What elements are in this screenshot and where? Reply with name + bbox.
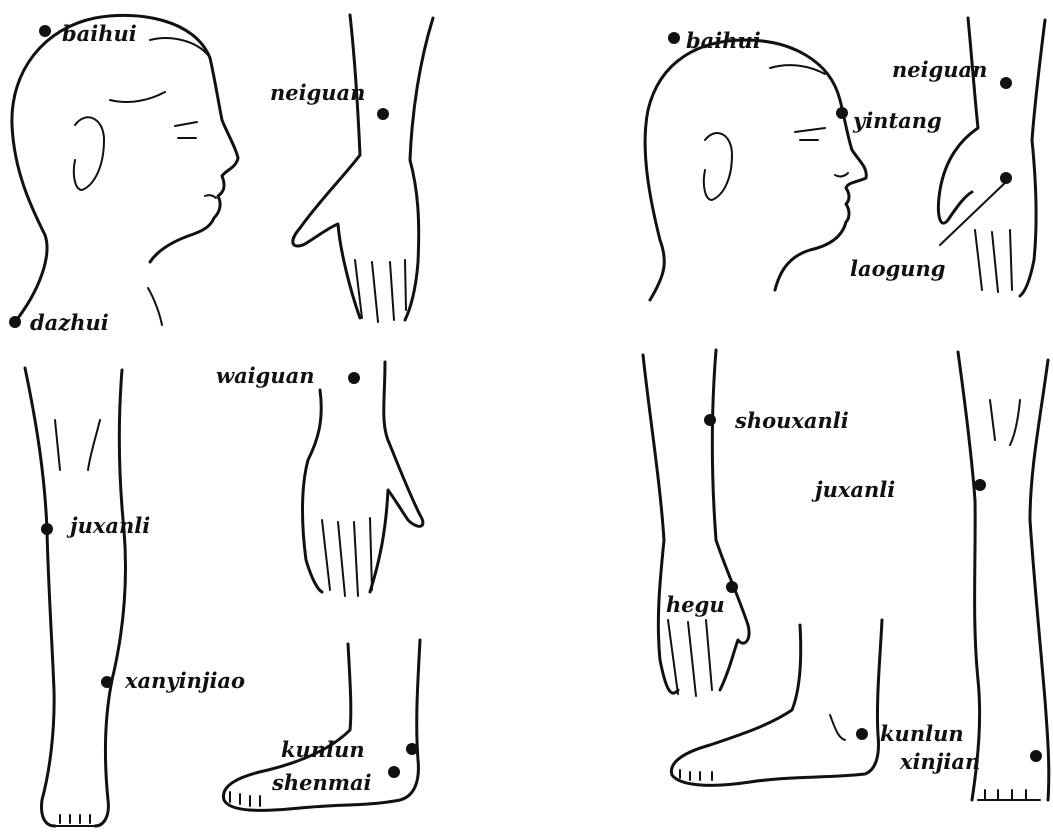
head-profile-left	[12, 15, 238, 325]
neiguan-label-2: neiguan	[892, 57, 987, 82]
leg-right	[958, 352, 1049, 800]
leg-left	[25, 368, 126, 826]
shouxanli-point	[704, 414, 716, 426]
waiguan-point	[348, 372, 360, 384]
shenmai-label: shenmai	[271, 770, 372, 795]
hand-back-left	[303, 362, 423, 596]
laogung-label: laogung	[850, 256, 946, 281]
shenmai-point	[388, 766, 400, 778]
dazhui-point	[9, 316, 21, 328]
juxanli-point-2	[974, 479, 986, 491]
xinjian-label: xinjian	[899, 749, 980, 774]
juxanli-point-1	[41, 523, 53, 535]
kunlun-point-1	[406, 743, 418, 755]
kunlun-label-1: kunlun	[281, 737, 365, 762]
yintang-point	[836, 107, 848, 119]
baihui-point-1	[39, 25, 51, 37]
hegu-label: hegu	[666, 592, 725, 617]
hand-palm-left	[293, 15, 433, 322]
baihui-label-2: baihui	[686, 28, 761, 53]
kunlun-point-2	[856, 728, 868, 740]
laogung-point	[1000, 172, 1012, 184]
shouxanli-label: shouxanli	[734, 408, 849, 433]
head-profile-right	[645, 40, 866, 300]
juxanli-label-1: juxanli	[66, 513, 150, 538]
arm-right	[643, 350, 749, 696]
xinjian-point	[1030, 750, 1042, 762]
xanyinjiao-point	[101, 676, 113, 688]
hegu-point	[726, 581, 738, 593]
juxanli-label-2: juxanli	[811, 477, 895, 502]
baihui-label-1: baihui	[62, 21, 137, 46]
neiguan-point-2	[1000, 77, 1012, 89]
foot-right	[671, 620, 882, 785]
neiguan-label-1: neiguan	[270, 80, 365, 105]
neiguan-point-1	[377, 108, 389, 120]
yintang-label: yintang	[852, 108, 942, 133]
dazhui-label: dazhui	[30, 310, 109, 335]
kunlun-label-2: kunlun	[880, 721, 964, 746]
xanyinjiao-label: xanyinjiao	[124, 668, 245, 693]
baihui-point-2	[668, 32, 680, 44]
waiguan-label: waiguan	[216, 363, 315, 388]
